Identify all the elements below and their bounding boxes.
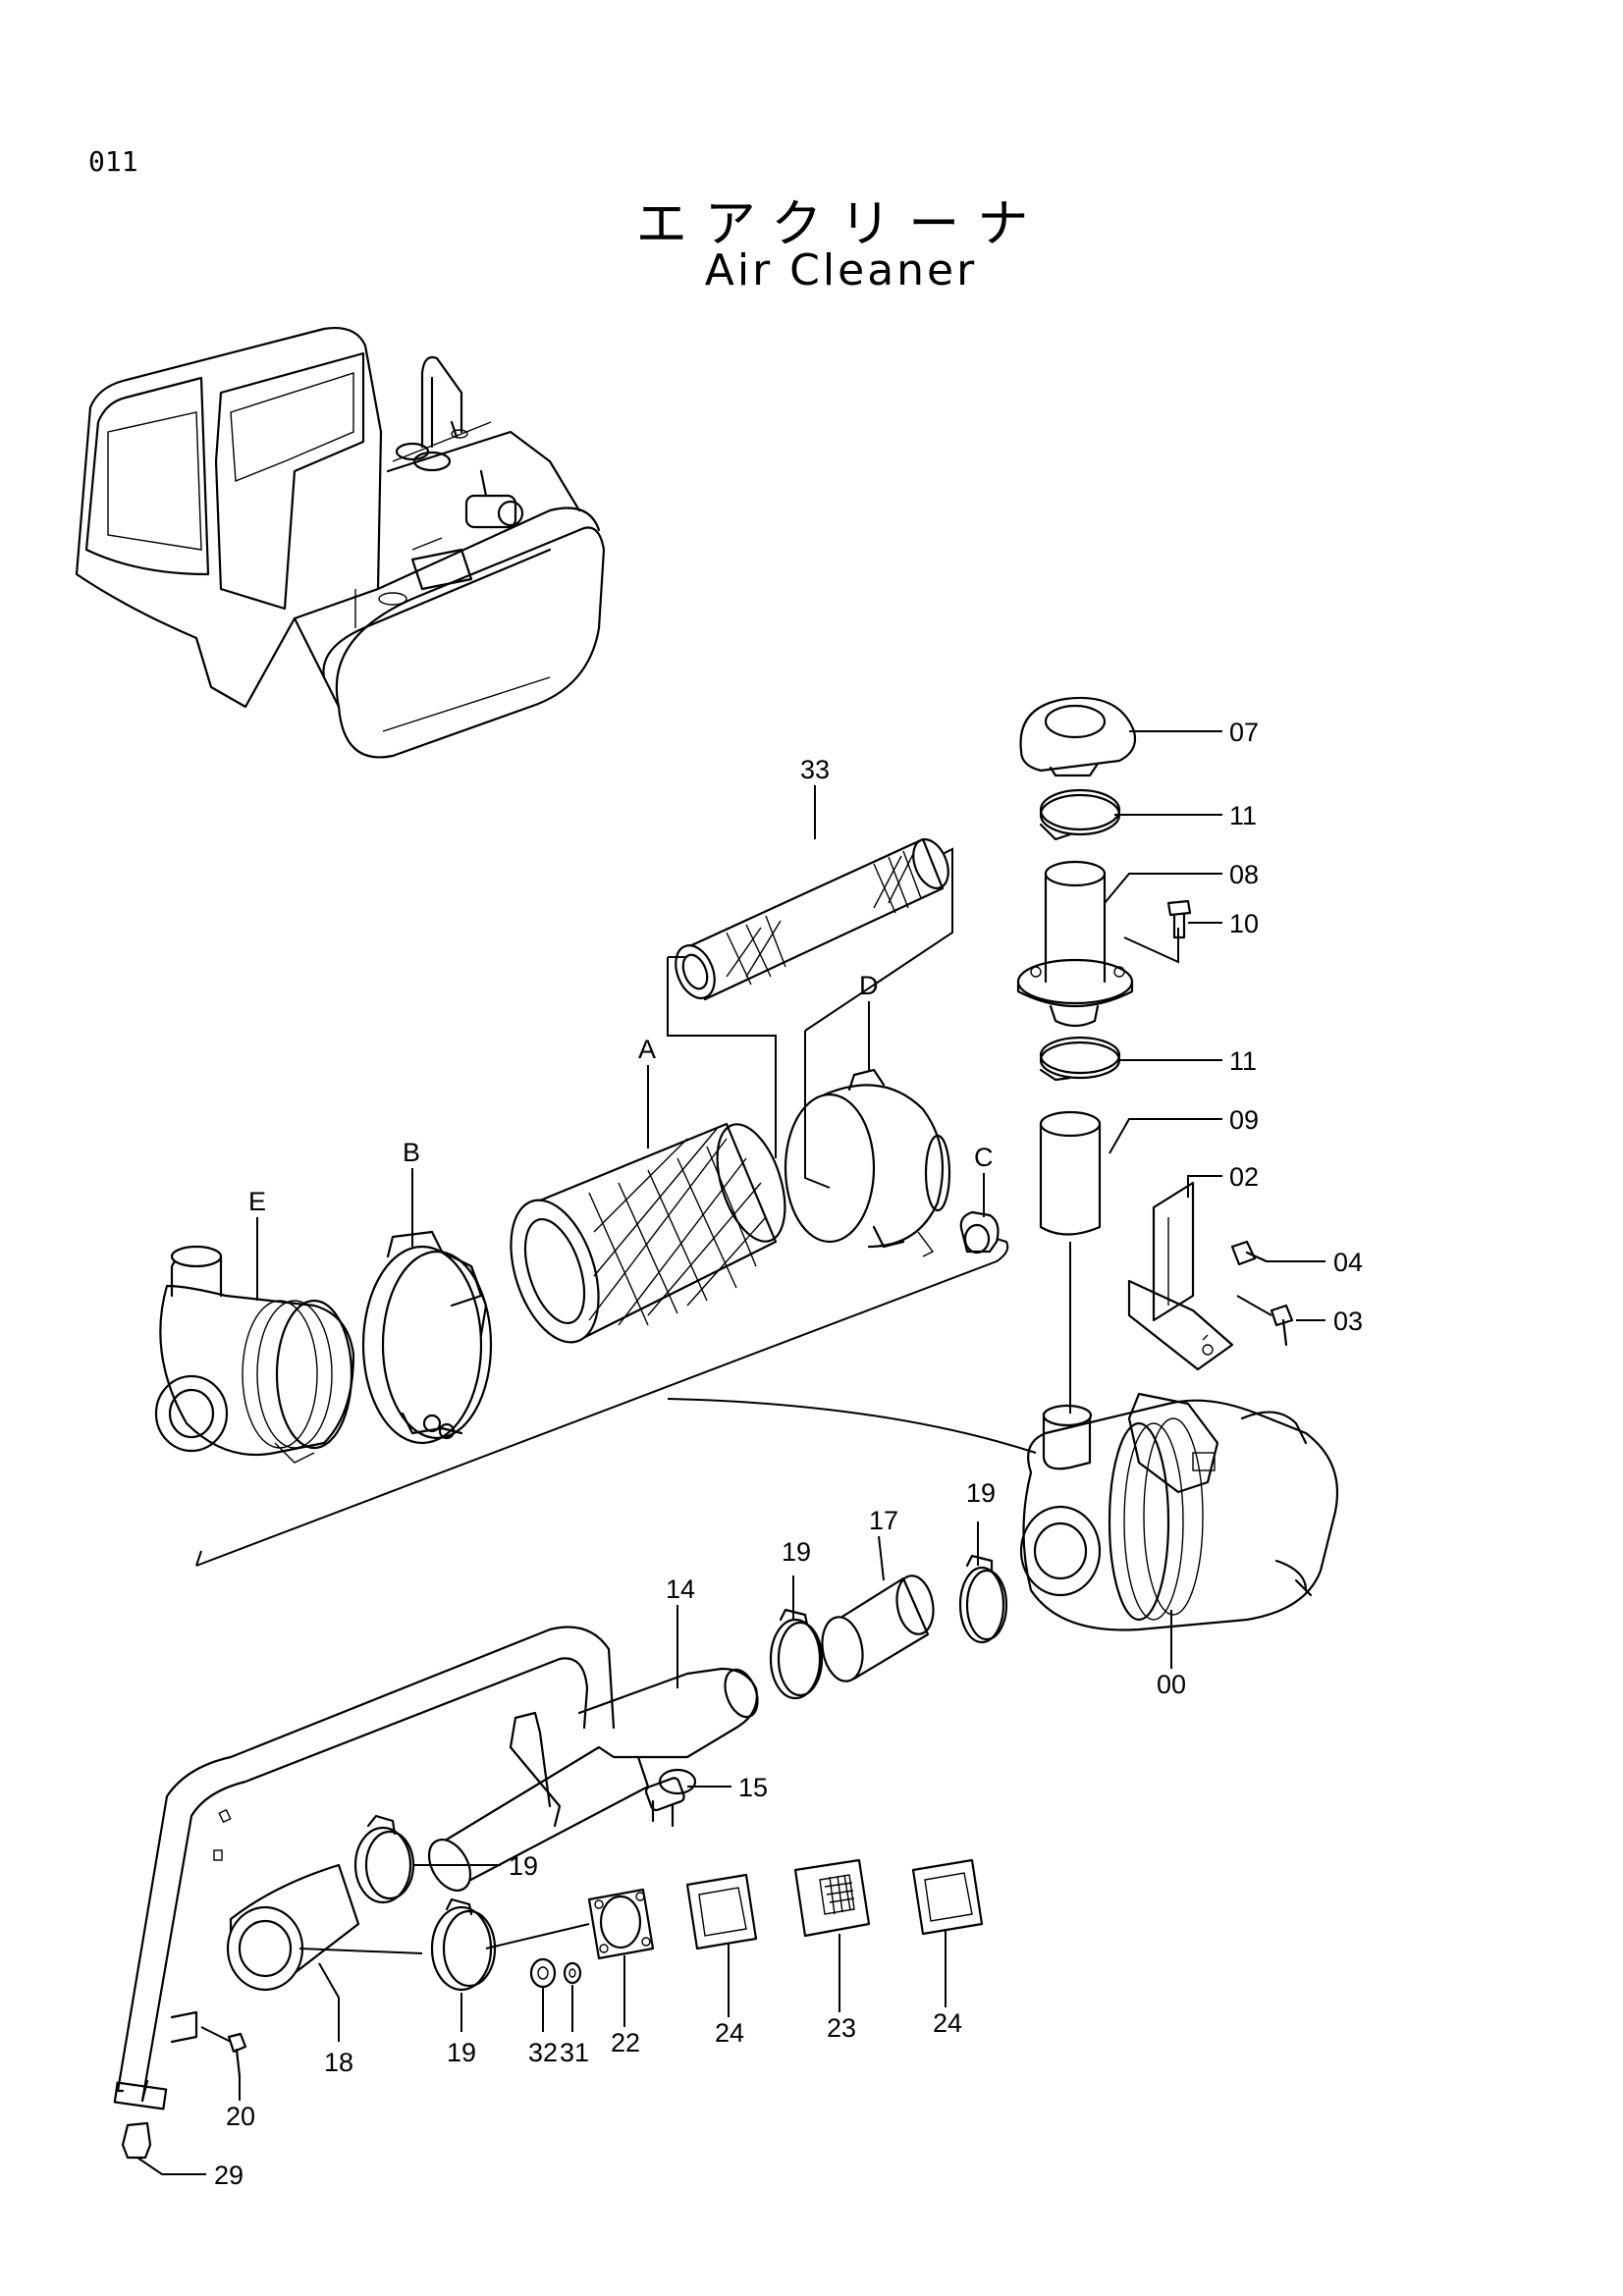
bracket-corner	[195, 1550, 202, 1567]
bolt-20	[200, 2026, 247, 2078]
hose-09	[1039, 1110, 1102, 1414]
gasket-24-right	[911, 1858, 984, 1936]
title-english: Air Cleaner	[704, 245, 978, 295]
callout-29: 29	[214, 2161, 243, 2190]
hose-18	[226, 1863, 423, 2042]
callout-23: 23	[827, 2013, 856, 2043]
callout-E: E	[248, 1187, 266, 1216]
exploded-group-leader	[667, 1398, 1037, 1454]
outlet-pipe-08	[1016, 860, 1134, 1028]
valve-C	[959, 1210, 1000, 1255]
sensor-15	[644, 1768, 697, 1828]
callout-labels: 07 11 08 10 11 09 02 04 03 33 A B C D E …	[214, 718, 1363, 2190]
callout-15: 15	[738, 1773, 768, 1802]
callout-32: 32	[528, 2038, 558, 2067]
bolt-03	[1270, 1304, 1294, 1347]
callout-A: A	[638, 1035, 656, 1064]
callout-24-right: 24	[933, 2008, 962, 2038]
hose-17	[821, 1575, 935, 1682]
callout-00: 00	[1157, 1670, 1186, 1699]
leader-lines	[136, 730, 1325, 2175]
callout-33: 33	[800, 755, 830, 784]
callout-B: B	[403, 1138, 420, 1167]
callout-18: 18	[324, 2048, 353, 2077]
callout-C: C	[974, 1143, 994, 1172]
hose-clamp-11-upper	[1039, 788, 1121, 841]
callout-D: D	[859, 971, 879, 1000]
callout-09: 09	[1229, 1105, 1259, 1135]
flange-22	[485, 1888, 655, 1960]
filter-element-A	[510, 1122, 786, 1344]
nut-32	[529, 1957, 557, 1989]
callout-22: 22	[611, 2028, 640, 2057]
pre-cleaner-screen-33	[667, 837, 953, 1189]
callout-10: 10	[1229, 909, 1259, 938]
callout-04: 04	[1333, 1248, 1363, 1277]
washer-31	[563, 1961, 582, 1985]
band-clamp-B	[361, 1230, 493, 1445]
callout-19-a: 19	[782, 1537, 811, 1567]
callout-31: 31	[560, 2038, 589, 2067]
air-cleaner-assembly-00	[1019, 1392, 1339, 1631]
clamp-19-middle	[353, 1814, 415, 1904]
callout-17: 17	[869, 1506, 898, 1535]
callout-14: 14	[666, 1575, 695, 1604]
callout-20: 20	[226, 2102, 255, 2131]
callout-07: 07	[1229, 718, 1259, 747]
hose-clamp-11-lower	[1039, 1036, 1121, 1082]
housing-E	[154, 1245, 355, 1464]
page-number: 011	[88, 145, 138, 178]
callout-24-left: 24	[715, 2018, 744, 2048]
intake-pipe-14	[113, 1626, 759, 2110]
callout-08: 08	[1229, 860, 1259, 889]
cover-D	[784, 1068, 951, 1257]
callout-11-upper: 11	[1229, 801, 1257, 830]
clamp-19-right	[958, 1554, 1008, 1644]
rain-cap-07	[1019, 696, 1137, 777]
callout-11-lower: 11	[1229, 1046, 1257, 1076]
clamp-19-lower	[430, 1897, 497, 1992]
callout-19-b: 19	[966, 1478, 996, 1508]
exploded-group-bracket-line	[195, 1238, 1009, 1567]
bolt-04	[1230, 1240, 1269, 1266]
gasket-24-left	[685, 1873, 758, 1950]
callout-19-c: 19	[509, 1851, 538, 1881]
clamp-19-left	[769, 1608, 824, 1700]
callout-03: 03	[1333, 1307, 1363, 1336]
screen-23	[793, 1858, 871, 1938]
bracket-02	[1127, 1181, 1234, 1371]
title-japanese: エアクリーナ	[635, 195, 1047, 254]
callout-02: 02	[1229, 1162, 1259, 1192]
callout-19-d: 19	[447, 2038, 476, 2067]
machine-overview-illustration	[75, 327, 606, 759]
cap-29	[121, 2121, 152, 2160]
